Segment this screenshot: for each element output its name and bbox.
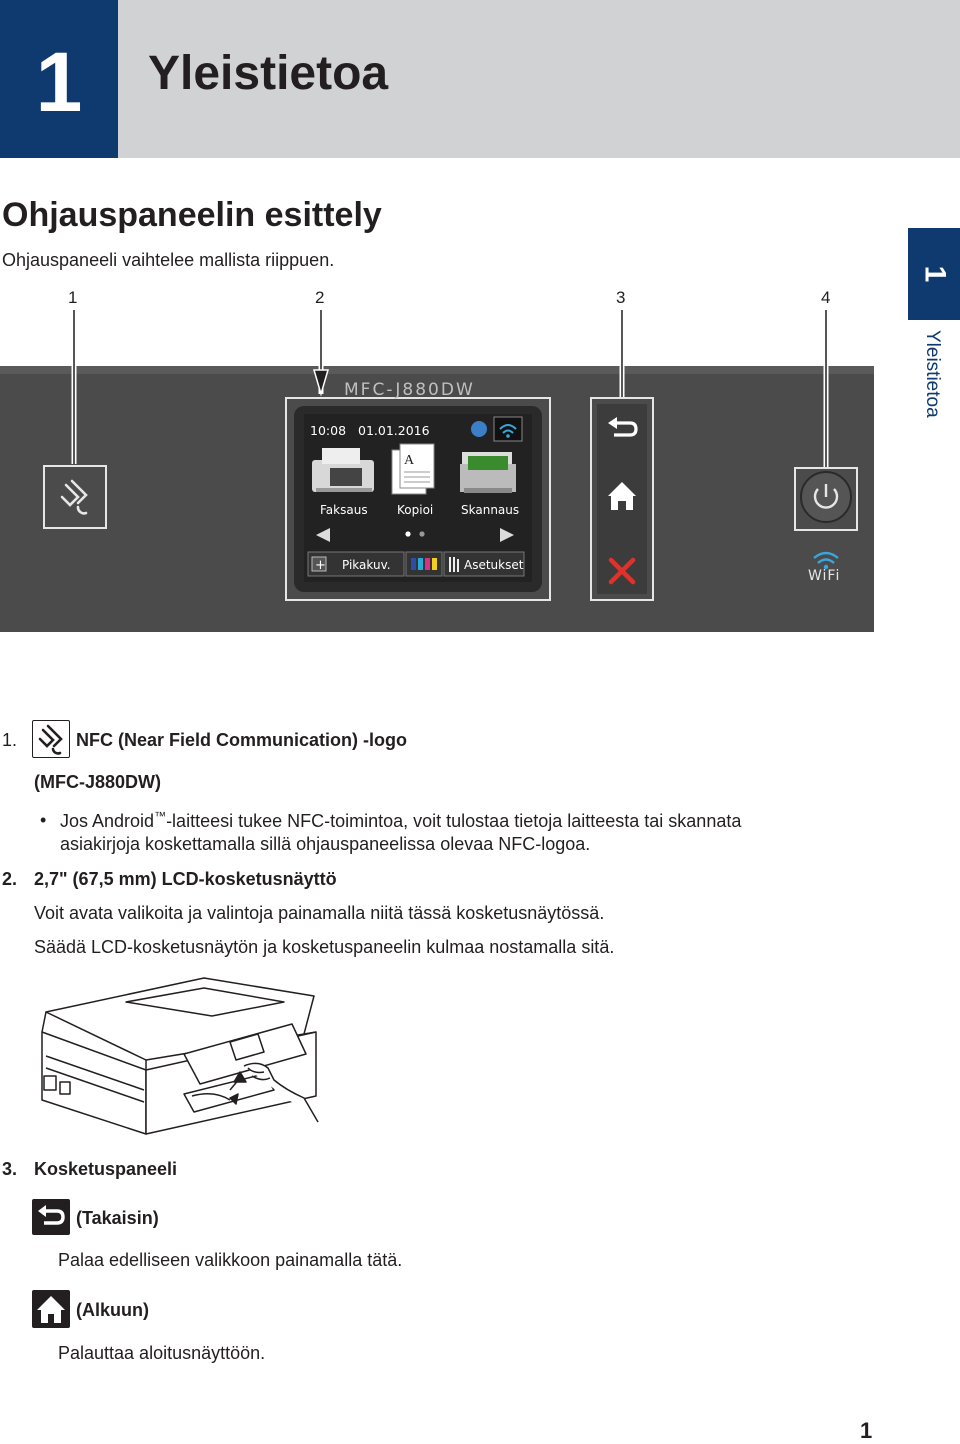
- lcd-settings-button[interactable]: Asetukset: [464, 558, 524, 572]
- lcd-time: 10:08: [310, 423, 347, 438]
- callout-4: 4: [821, 288, 831, 307]
- back-description: Palaa edelliseen valikkoon painamalla tä…: [58, 1250, 403, 1270]
- chapter-title-band: [118, 0, 960, 158]
- panel-drawing: A +: [0, 310, 874, 632]
- control-panel-illustration: 1 2 3 4: [0, 284, 880, 634]
- callout-2: 2: [315, 288, 325, 307]
- printer-illustration: [41, 977, 319, 1135]
- lcd-date: 01.01.2016: [358, 423, 430, 438]
- item2-para1: Voit avata valikoita ja valintoja painam…: [34, 903, 605, 923]
- item2-title: 2,7" (67,5 mm) LCD-kosketusnäyttö: [34, 869, 337, 889]
- home-label: (Alkuun): [76, 1300, 149, 1320]
- chapter-title: Yleistietoa: [148, 47, 389, 100]
- item1-model: (MFC-J880DW): [34, 772, 162, 792]
- side-tab-label: Yleistietoa: [922, 330, 943, 418]
- svg-text:+: +: [315, 558, 326, 573]
- lcd-app-copy[interactable]: Kopioi: [397, 503, 434, 517]
- home-icon: [32, 1290, 70, 1328]
- item3-number: 3.: [2, 1159, 18, 1179]
- page-number: 1: [860, 1418, 873, 1443]
- lcd-shortcuts-button[interactable]: Pikakuv.: [342, 558, 391, 572]
- chapter-number-box: [0, 0, 118, 158]
- lcd-app-scan[interactable]: Skannaus: [461, 503, 520, 517]
- item2-number: 2.: [2, 869, 18, 889]
- bullet-dot: •: [40, 810, 47, 830]
- callout-1: 1: [68, 288, 78, 307]
- wifi-label: WiFi: [808, 568, 841, 584]
- section-subtitle: Ohjauspaneeli vaihtelee mallista riippue…: [2, 250, 335, 270]
- item3-title: Kosketuspaneeli: [34, 1159, 178, 1179]
- item1-bullet-line1: Jos Android™-laitteesi tukee NFC-toimint…: [60, 809, 742, 831]
- back-icon: [32, 1199, 70, 1235]
- item2-para2: Säädä LCD-kosketusnäytön ja kosketuspane…: [34, 937, 615, 957]
- panel-model-label: MFC-J880DW: [344, 380, 475, 400]
- chapter-number: 1: [35, 35, 83, 129]
- nfc-logo-icon: [32, 720, 70, 758]
- item1-title: NFC (Near Field Communication) -logo: [76, 730, 407, 750]
- side-tab-number: 1: [918, 265, 951, 283]
- svg-text:A: A: [404, 453, 415, 468]
- side-tab: [908, 228, 960, 320]
- item1-bullet-line2: asiakirjoja koskettamalla sillä ohjauspa…: [60, 834, 591, 854]
- section-title: Ohjauspaneelin esittely: [2, 196, 382, 234]
- item1-number: 1.: [2, 730, 18, 750]
- back-label: (Takaisin): [76, 1208, 159, 1228]
- callout-3: 3: [616, 288, 626, 307]
- lcd-app-fax[interactable]: Faksaus: [320, 503, 368, 517]
- home-description: Palauttaa aloitusnäyttöön.: [58, 1343, 266, 1363]
